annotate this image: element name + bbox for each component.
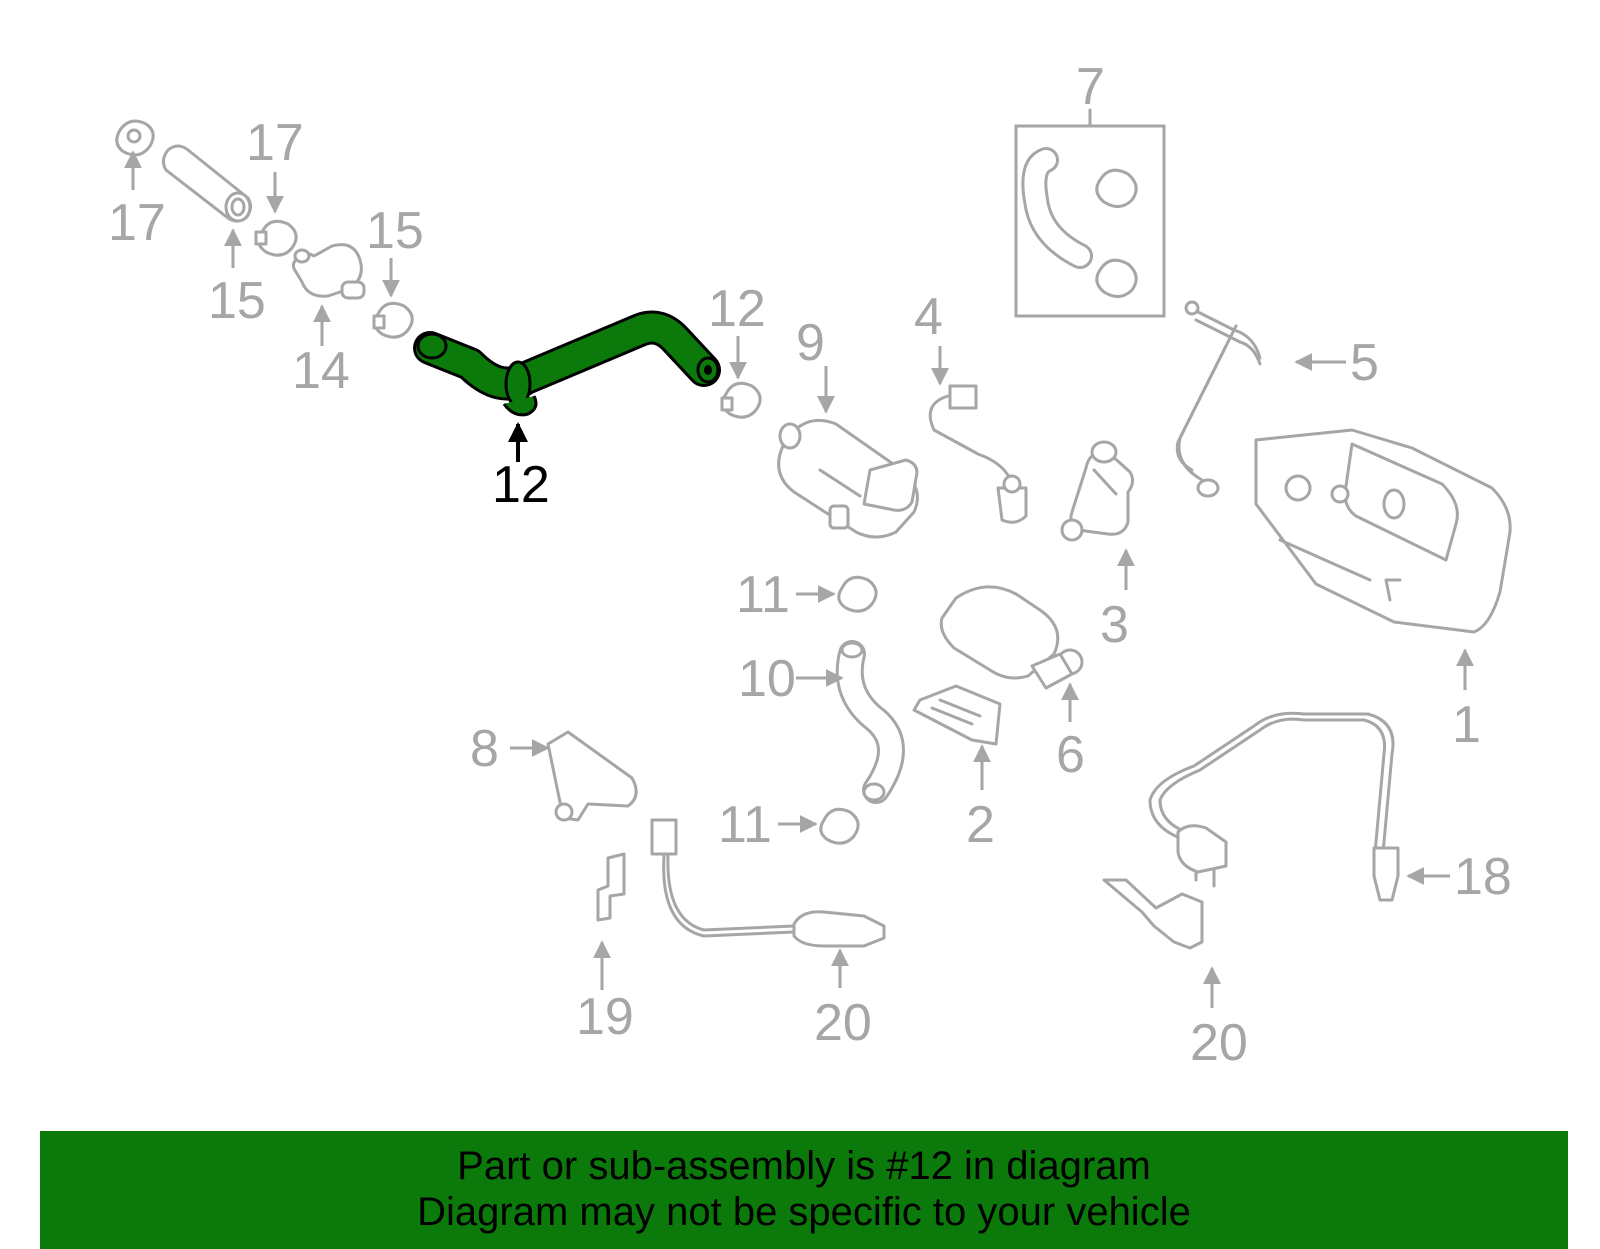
label-1: 1 [1452, 696, 1481, 754]
label-4: 4 [914, 288, 943, 346]
part-5-pipe [1175, 300, 1262, 498]
part-14-valve [291, 243, 366, 300]
label-15: 15 [366, 202, 424, 260]
label-6: 6 [1056, 726, 1085, 784]
part-7-hose [1021, 147, 1093, 269]
label-3: 3 [1100, 596, 1129, 654]
label-16: 15 [208, 272, 266, 330]
part-19-bracket [1102, 862, 1216, 950]
label-11b: 11 [718, 796, 772, 854]
label-10: 10 [738, 650, 796, 708]
part-17-clamp-left [115, 119, 155, 157]
label-19: 20 [1190, 1014, 1248, 1072]
info-banner: Part or sub-assembly is #12 in diagram D… [40, 1131, 1568, 1249]
part-15-clamp [372, 301, 414, 339]
part-13-clamp [720, 381, 762, 419]
part-1-canister [1254, 428, 1512, 634]
label-18: 18 [1454, 848, 1512, 906]
label-12: 12 [492, 456, 550, 514]
part-3-valve [1060, 440, 1135, 542]
part-20-o2-sensor [650, 818, 886, 948]
label-5: 5 [1350, 334, 1379, 392]
label-8: 8 [470, 720, 499, 778]
part-12-hose-highlighted [413, 310, 721, 417]
part-9-pump [777, 419, 919, 539]
banner-line-2: Diagram may not be specific to your vehi… [417, 1190, 1191, 1234]
part-2-bracket [912, 684, 1002, 746]
part-21-bracket [596, 852, 626, 922]
part-8-sensor [546, 730, 638, 822]
label-13: 12 [708, 280, 766, 338]
part-17-clamp-right [254, 219, 298, 257]
label-2: 2 [966, 796, 995, 854]
part-4-sensor [928, 384, 1028, 524]
label-20: 20 [814, 994, 872, 1052]
label-7: 7 [1076, 58, 1105, 116]
label-17b: 17 [246, 114, 304, 172]
label-21: 19 [576, 988, 634, 1046]
part-7-clamps [1095, 168, 1138, 298]
banner-line-1: Part or sub-assembly is #12 in diagram [457, 1144, 1151, 1188]
parts-diagram: 17 15 17 14 15 12 [108, 58, 1512, 1072]
part-6-valve [939, 585, 1084, 690]
part-11-clamp-top [837, 575, 878, 613]
label-9: 9 [796, 314, 825, 372]
label-17a: 17 [108, 194, 166, 252]
part-11-clamp-bottom [819, 807, 860, 845]
label-14: 14 [292, 342, 350, 400]
label-11a: 11 [736, 566, 790, 624]
part-18-o2-sensor [1148, 711, 1400, 902]
part-10-hose [835, 640, 905, 804]
part-16-pipe [161, 144, 253, 223]
